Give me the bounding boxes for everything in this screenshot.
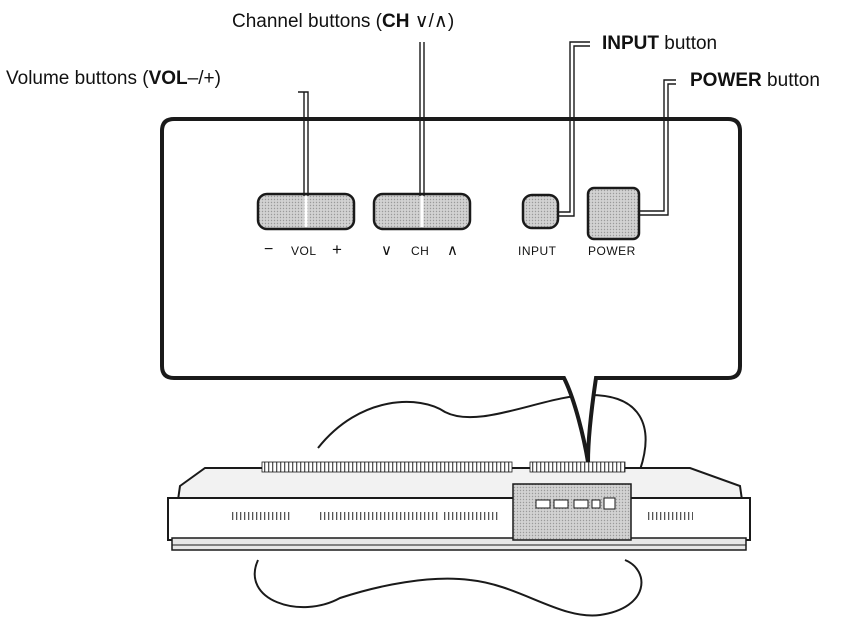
- input-callout-suffix: button: [659, 33, 718, 54]
- vol-label: VOL: [291, 244, 317, 258]
- power-panel-label: POWER: [588, 244, 636, 258]
- tv-stand-back: [317, 393, 647, 471]
- ch-up-label: ∧: [447, 242, 459, 259]
- channel-callout-prefix: Channel buttons (: [232, 11, 382, 32]
- tv-set: [167, 461, 751, 551]
- volume-callout-suffix: –/+): [187, 68, 221, 89]
- ch-label: CH: [411, 244, 430, 258]
- tv-stand-front: [253, 559, 643, 617]
- channel-callout-bold: CH: [382, 11, 410, 32]
- input-button-callout: INPUT button: [602, 34, 717, 53]
- volume-callout-bold: VOL: [148, 68, 188, 89]
- channel-buttons-callout: Channel buttons (CH ∨/∧): [232, 12, 454, 31]
- volume-callout-prefix: Volume buttons (: [6, 68, 149, 89]
- volume-buttons-callout: Volume buttons (VOL–/+): [6, 69, 221, 88]
- input-callout-bold: INPUT: [602, 33, 659, 54]
- vol-plus-label: +: [332, 240, 343, 259]
- input-button[interactable]: [521, 193, 560, 230]
- input-panel-label: INPUT: [518, 244, 557, 258]
- magnified-panel: [160, 117, 742, 463]
- power-button[interactable]: [586, 186, 641, 241]
- power-callout-suffix: button: [761, 70, 820, 91]
- power-callout-bold: POWER: [690, 70, 762, 91]
- channel-callout-suffix: ∨/∧): [409, 11, 455, 32]
- ch-down-label: ∨: [381, 242, 393, 259]
- leader-lines: [298, 41, 676, 217]
- vol-minus-label: −: [264, 241, 274, 258]
- power-button-callout: POWER button: [690, 71, 820, 90]
